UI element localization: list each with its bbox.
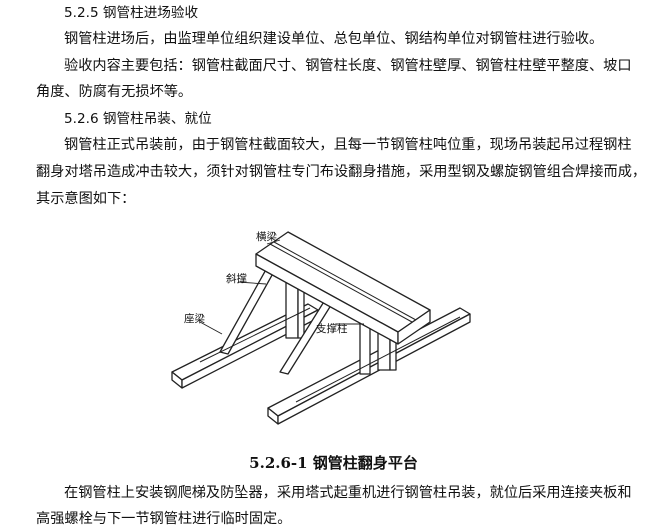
label-diagonal-brace: 斜撑 bbox=[226, 272, 247, 285]
flip-platform-diagram: 横梁 斜撑 座梁 支撑柱 bbox=[171, 230, 471, 425]
paragraph-closing: 在钢管柱上安装钢爬梯及防坠器，采用塔式起重机进行钢管柱吊装，就位后采用连接夹板和 bbox=[64, 485, 632, 501]
section-heading-525: 5.2.5 钢管柱进场验收 bbox=[64, 5, 199, 21]
paragraph-hoisting-cont-2: 其示意图如下： bbox=[36, 191, 136, 207]
label-support-column: 支撑柱 bbox=[316, 322, 348, 335]
paragraph-closing-cont: 高强螺栓与下一节钢管柱进行临时固定。 bbox=[36, 511, 292, 527]
paragraph-acceptance-contents: 验收内容主要包括：钢管柱截面尺寸、钢管柱长度、钢管柱壁厚、钢管柱柱壁平整度、坡口 bbox=[64, 58, 632, 74]
paragraph-hoisting: 钢管柱正式吊装前，由于钢管柱截面较大，且每一节钢管柱吨位重，现场吊装起吊过程钢柱 bbox=[64, 137, 632, 153]
paragraph-acceptance: 钢管柱进场后，由监理单位组织建设单位、总包单位、钢结构单位对钢管柱进行验收。 bbox=[64, 31, 604, 47]
label-crossbeam: 横梁 bbox=[256, 230, 277, 243]
figure-caption: 5.2.6-1 钢管柱翻身平台 bbox=[249, 454, 418, 472]
paragraph-acceptance-contents-cont: 角度、防腐有无损坏等。 bbox=[36, 84, 193, 100]
section-heading-526: 5.2.6 钢管柱吊装、就位 bbox=[64, 111, 212, 127]
paragraph-hoisting-cont-1: 翻身对塔吊造成冲击较大，须针对钢管柱专门布设翻身措施，采用型钢及螺旋钢管组合焊接… bbox=[36, 164, 647, 180]
label-base-beam: 座梁 bbox=[184, 312, 205, 325]
